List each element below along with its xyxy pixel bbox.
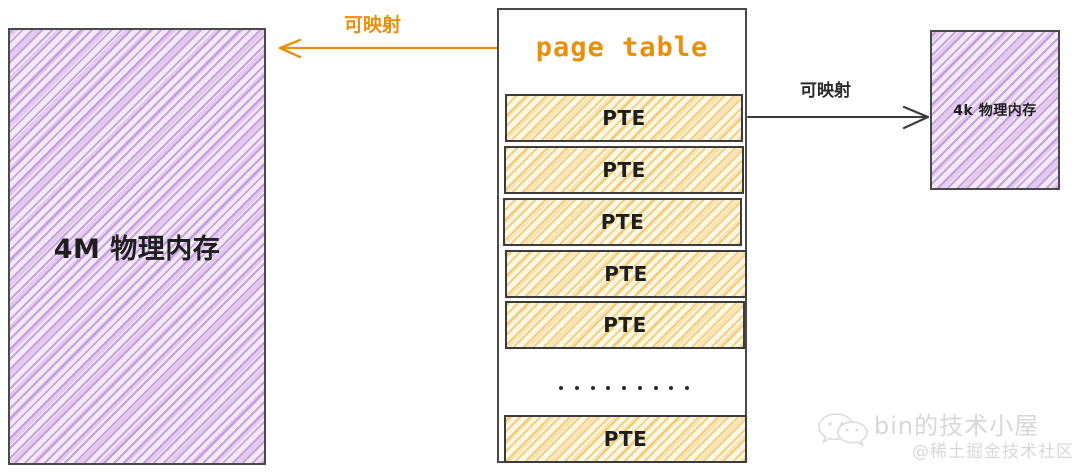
pte-entry[interactable]: PTE xyxy=(505,94,743,142)
memory-block-4m: 4M 物理内存 xyxy=(8,28,266,465)
memory-block-4k: 4k 物理内存 xyxy=(930,30,1060,190)
ellipsis-dot xyxy=(669,386,674,390)
pte-entry[interactable]: PTE xyxy=(503,198,742,246)
ellipsis-dot xyxy=(559,386,563,390)
watermark-line-2: @稀土掘金技术社区 xyxy=(912,442,1074,462)
ellipsis-dot xyxy=(653,386,658,390)
ellipsis-dot xyxy=(590,386,595,390)
pte-ellipsis xyxy=(559,378,689,398)
ellipsis-dot xyxy=(622,386,626,390)
ellipsis-dot xyxy=(574,386,579,390)
memory-block-4m-label: 4M 物理内存 xyxy=(53,234,221,265)
page-table-container: page table PTE PTE PTE PTE PTE PTE xyxy=(497,8,747,463)
pte-entry[interactable]: PTE xyxy=(505,250,747,298)
pte-entry[interactable]: PTE xyxy=(505,301,745,349)
ellipsis-dot xyxy=(606,386,611,390)
pte-entry[interactable]: PTE xyxy=(504,415,747,463)
ellipsis-dot xyxy=(637,386,642,390)
page-table-title: page table xyxy=(535,32,709,63)
arrow-label-mappable-left: 可映射 xyxy=(344,14,402,36)
arrow-pte-to-4k xyxy=(747,105,930,130)
arrow-label-mappable-right: 可映射 xyxy=(800,81,851,101)
memory-block-4k-label: 4k 物理内存 xyxy=(953,103,1037,119)
watermark: bin的技术小屋 @稀土掘金技术社区 xyxy=(812,404,1074,468)
wechat-icon xyxy=(818,413,868,446)
pte-entry[interactable]: PTE xyxy=(504,146,744,194)
ellipsis-dot xyxy=(685,386,689,390)
watermark-line-1: bin的技术小屋 xyxy=(874,412,1040,440)
